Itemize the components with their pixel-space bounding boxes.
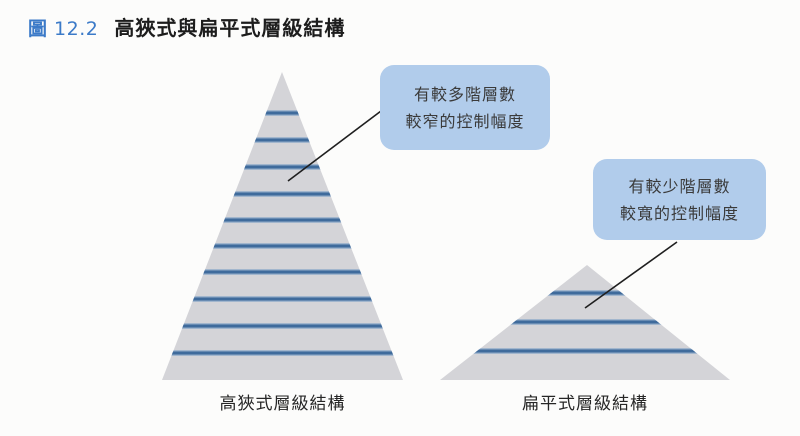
callout-flat-line-1: 有較少階層數 bbox=[628, 176, 731, 196]
callout-flat-structure: 有較少階層數 較寬的控制幅度 bbox=[593, 159, 766, 240]
callout-flat-line-2: 較寬的控制幅度 bbox=[619, 203, 739, 223]
figure-number: 12.2 bbox=[54, 18, 99, 40]
callout-tall-structure: 有較多階層數 較窄的控制幅度 bbox=[380, 65, 550, 150]
caption-flat-structure: 扁平式層級結構 bbox=[522, 394, 648, 414]
figure-title: 高狹式與扁平式層級結構 bbox=[114, 16, 346, 40]
callout-tall-line-1: 有較多階層數 bbox=[413, 84, 516, 104]
figure-header: 圖 12.2 高狹式與扁平式層級結構 bbox=[28, 12, 345, 41]
callout-tall-line-2: 較窄的控制幅度 bbox=[405, 111, 525, 131]
leader-line-tall bbox=[287, 110, 382, 182]
caption-tall-structure: 高狹式層級結構 bbox=[219, 394, 346, 414]
figure-label: 圖 bbox=[28, 18, 48, 40]
leader-line-flat bbox=[584, 241, 678, 309]
tall-pyramid bbox=[162, 72, 403, 380]
